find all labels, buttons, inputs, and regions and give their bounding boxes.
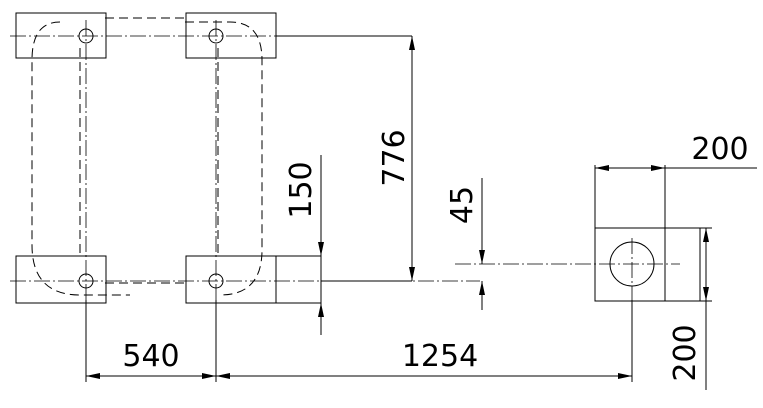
dimension-540: 540	[86, 339, 216, 379]
arrowhead-45-top	[479, 250, 485, 264]
dimension-776: 776	[377, 36, 415, 281]
frame-outline	[31, 17, 263, 296]
dimension-200-depth: 200	[668, 228, 709, 390]
arrowhead-776-top	[409, 36, 415, 50]
dimension-776-label: 776	[377, 129, 412, 186]
pit	[594, 165, 701, 302]
arrowhead-776-bottom	[409, 267, 415, 281]
arrowhead-45-bottom	[479, 281, 485, 295]
block-bottom-left	[15, 255, 107, 304]
block-bottom-right	[185, 255, 277, 304]
arrowhead-200-width-left	[595, 165, 609, 171]
dimension-540-label: 540	[122, 339, 179, 374]
dimension-200-width-label: 200	[691, 132, 748, 167]
dimension-1254-label: 1254	[402, 339, 478, 374]
arrowhead-150-bottom	[318, 303, 324, 317]
arrowhead-540-left	[86, 373, 100, 379]
arrowhead-1254-left	[216, 373, 230, 379]
arrowhead-200-width-right	[651, 165, 665, 171]
arrowhead-200-depth-top	[703, 228, 709, 242]
dimension-200-depth-label: 200	[668, 324, 703, 381]
block-top-right	[185, 12, 277, 59]
block-bottom-extension	[275, 255, 322, 304]
right-frame-outline	[185, 21, 263, 296]
extension-lines	[85, 35, 712, 382]
arrowhead-200-depth-bottom	[703, 287, 709, 301]
block-top-left	[15, 12, 107, 59]
dimension-150: 150	[284, 155, 324, 335]
arrowhead-540-right	[202, 373, 216, 379]
dimension-150-label: 150	[284, 161, 319, 218]
dimension-1254: 1254	[216, 339, 632, 379]
dimension-45-label: 45	[445, 186, 480, 224]
dimension-200-width: 200	[595, 132, 757, 171]
foundation-blocks	[15, 12, 322, 304]
center-lines	[10, 20, 680, 300]
arrowhead-150-top	[318, 242, 324, 256]
arrowhead-1254-right	[618, 373, 632, 379]
dimension-45: 45	[445, 178, 485, 310]
pit-block	[594, 227, 701, 302]
left-frame-outline	[31, 21, 130, 296]
